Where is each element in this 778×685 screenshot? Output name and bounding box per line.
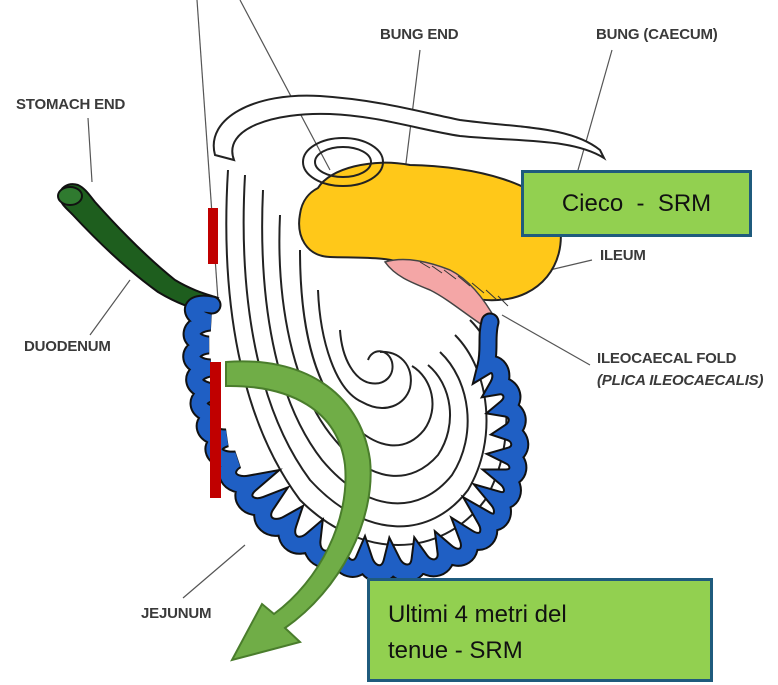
callout-tenue-line2: tenue - SRM [388, 633, 710, 669]
red-marker-lower [210, 362, 221, 498]
stomach-end [60, 184, 218, 312]
label-ileocaecal-fold: ILEOCAECAL FOLD [597, 350, 736, 367]
callout-tenue-line1: Ultimi 4 metri del [388, 597, 710, 633]
callout-cieco-text: Cieco - SRM [562, 190, 711, 218]
label-bung-end: BUNG END [380, 26, 458, 43]
callout-cieco: Cieco - SRM [521, 170, 752, 237]
label-duodenum: DUODENUM [24, 338, 111, 355]
label-bung-caecum: BUNG (CAECUM) [596, 26, 718, 43]
label-ileum: ILEUM [600, 247, 646, 264]
red-marker-upper [208, 208, 218, 264]
bung-loop [214, 96, 604, 160]
label-stomach-end: STOMACH END [16, 96, 125, 113]
callout-tenue: Ultimi 4 metri del tenue - SRM [367, 578, 713, 682]
label-jejunum: JEJUNUM [141, 605, 211, 622]
label-plica-ileocaecalis: (PLICA ILEOCAECALIS) [597, 372, 763, 389]
